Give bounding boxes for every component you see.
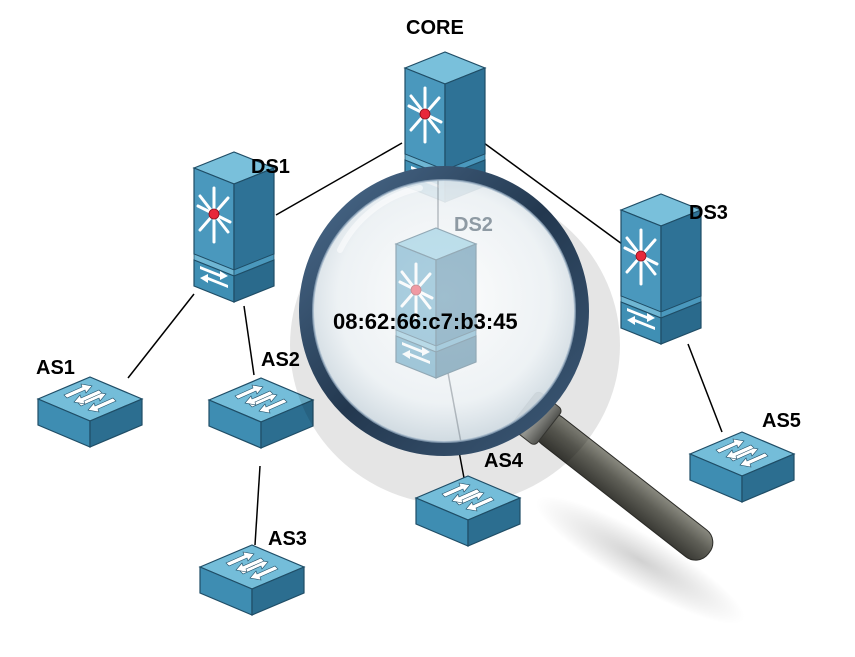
as1-switch [37, 376, 143, 448]
as5-switch [689, 431, 795, 503]
as1-label: AS1 [36, 357, 75, 379]
magnifying-glass-icon: DS2 08:62:66:c7:b3:45 [290, 166, 745, 625]
access-switch-icon [199, 544, 305, 616]
link-core-ds1 [275, 142, 403, 216]
link-core-ds3 [483, 142, 623, 245]
network-links [127, 142, 723, 546]
ds2-label: DS2 [454, 214, 493, 236]
link-ds3-as5 [687, 343, 723, 433]
link-ds1-as1 [127, 293, 195, 379]
access-switch-icon [689, 431, 795, 503]
as3-label: AS3 [268, 528, 307, 550]
multilayer-switch-icon [394, 226, 478, 380]
ds1-label: DS1 [251, 156, 290, 178]
magnified-content [394, 178, 478, 449]
as2-label: AS2 [261, 349, 300, 371]
as5-label: AS5 [762, 410, 801, 432]
ds3-label: DS3 [689, 202, 728, 224]
mac-address-label: 08:62:66:c7:b3:45 [333, 309, 518, 334]
link-ds1-as2 [243, 305, 255, 376]
as4-label: AS4 [484, 450, 524, 472]
core-label: CORE [406, 17, 464, 39]
link-as2-as3 [254, 465, 261, 546]
access-switch-icon [37, 376, 143, 448]
as3-switch [199, 544, 305, 616]
